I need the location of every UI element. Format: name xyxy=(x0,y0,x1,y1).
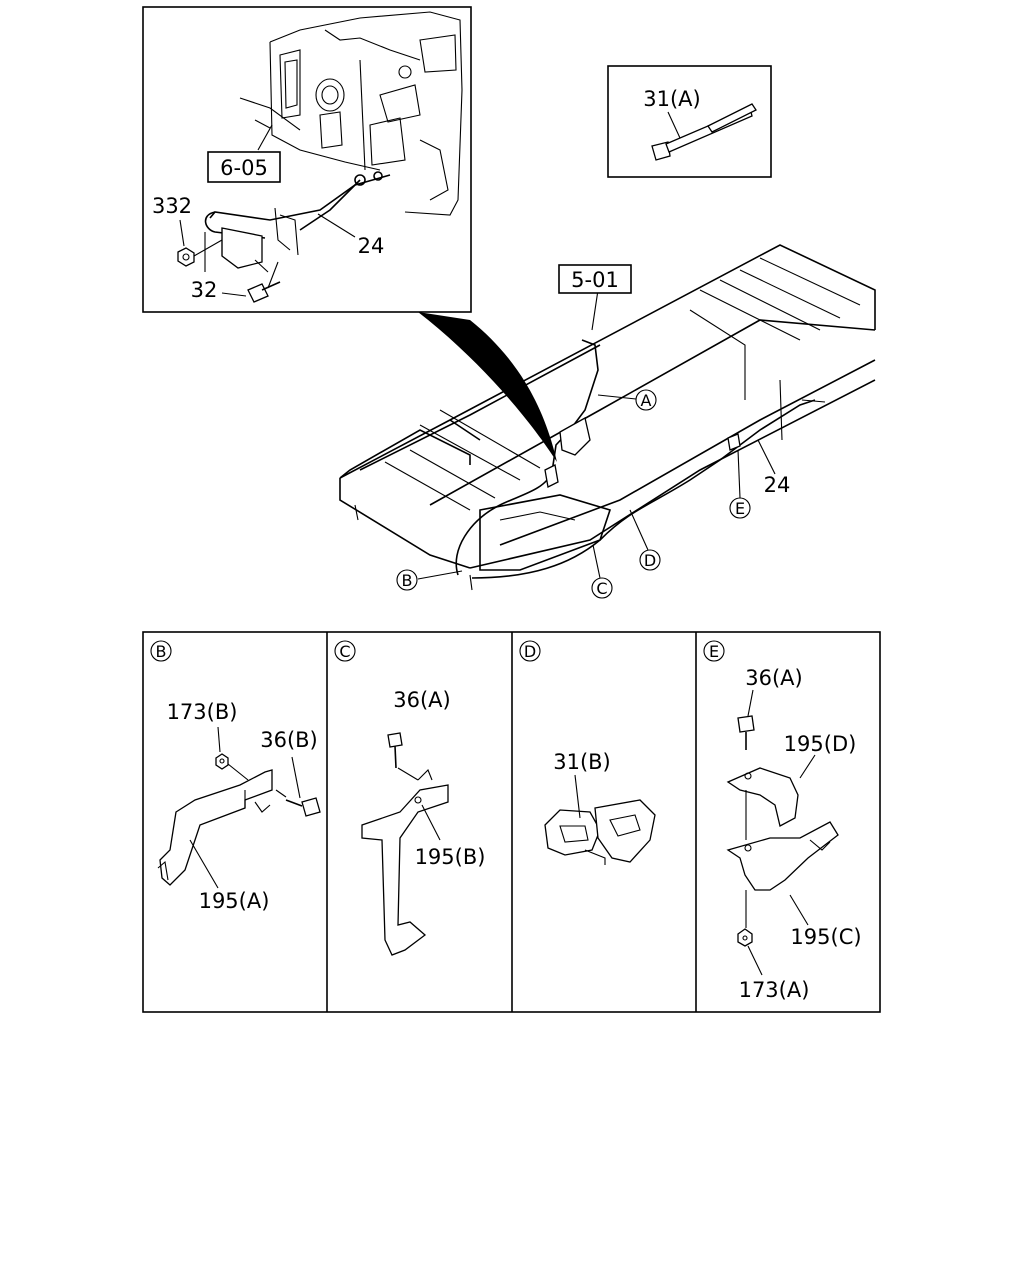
detail-panels-frame xyxy=(142,631,881,1013)
ref-box-6-05 xyxy=(207,151,281,183)
panel-e-label-195d: 195(D) xyxy=(784,732,857,756)
panel-d-letter: D xyxy=(524,642,536,661)
callout-circle-a xyxy=(635,389,657,411)
callout-b-label: B xyxy=(402,571,413,590)
panel-b-letter: B xyxy=(156,642,167,661)
callout-circle-c xyxy=(591,577,613,599)
ref-5-01-label: 5-01 xyxy=(571,268,619,292)
callout-circle-d xyxy=(639,549,661,571)
panel-c-label-195b: 195(B) xyxy=(415,845,486,869)
part-31a-label: 31(A) xyxy=(643,87,700,111)
part-24-main-label: 24 xyxy=(764,473,791,497)
panel-e-label-173a: 173(A) xyxy=(739,978,810,1002)
detail-panel-b: B 173(B) 36(B) 195(A) xyxy=(150,640,321,913)
callout-c-label: C xyxy=(596,579,607,598)
detail-panel-d: D 31(B) xyxy=(519,640,656,865)
ref-box-5-01 xyxy=(558,264,632,294)
panel-b-label-195a: 195(A) xyxy=(199,889,270,913)
part-332-label: 332 xyxy=(152,194,192,218)
detail-panel-c: C 36(A) 195(B) xyxy=(334,640,486,956)
callout-circle-e xyxy=(729,497,751,519)
ref-6-05-label: 6-05 xyxy=(220,156,268,180)
panel-e-label-195c: 195(C) xyxy=(790,925,861,949)
panel-e-label-36a: 36(A) xyxy=(745,666,802,690)
detail-inset-bulkhead xyxy=(142,6,472,313)
panel-b-label-173b: 173(B) xyxy=(167,700,238,724)
panel-c-letter: C xyxy=(339,642,350,661)
part-32-label: 32 xyxy=(191,278,218,302)
detail-panel-e: E 36(A) 195(D) 195(C) 173(A) xyxy=(703,640,862,1002)
callout-e-label: E xyxy=(735,499,745,518)
panel-c-label-36a: 36(A) xyxy=(393,688,450,712)
chassis-frame xyxy=(339,244,876,591)
panel-b-label-36b: 36(B) xyxy=(260,728,318,752)
panel-d-label-31b: 31(B) xyxy=(553,750,611,774)
callout-d-label: D xyxy=(644,551,656,570)
detail-inset-cable-tie xyxy=(607,65,772,178)
callout-a-label: A xyxy=(641,391,652,410)
callout-circle-b xyxy=(396,569,418,591)
part-24-inset-label: 24 xyxy=(358,234,385,258)
panel-e-letter: E xyxy=(709,642,719,661)
